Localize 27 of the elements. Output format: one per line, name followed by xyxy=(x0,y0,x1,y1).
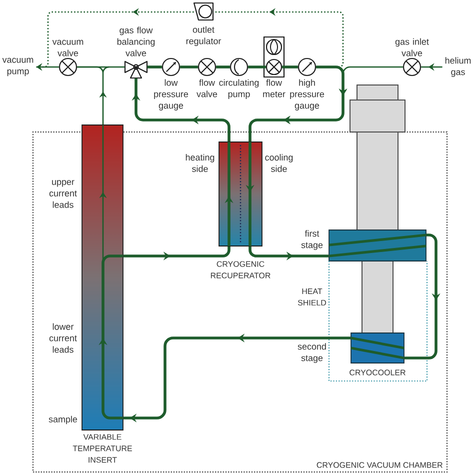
component-label: circulating pump xyxy=(219,79,259,99)
component-label: vacuum valve xyxy=(52,40,84,56)
part-label: lower current leads xyxy=(49,323,77,353)
pipe-line xyxy=(282,66,298,68)
endpoint-label: helium gas xyxy=(445,57,471,77)
component-label: low pressure gauge xyxy=(154,79,188,110)
part-label: heating side xyxy=(186,154,214,172)
part-label: sample xyxy=(48,416,78,424)
flow-arrow xyxy=(76,66,110,126)
pipe-line xyxy=(248,66,266,68)
flow-arrow xyxy=(404,234,440,360)
flow-arrow xyxy=(132,78,230,142)
stage-label: first stage xyxy=(301,230,323,250)
stage-label: second stage xyxy=(298,343,326,363)
flow-arrow xyxy=(248,66,348,142)
pipe-line xyxy=(216,66,230,68)
part-label: cooling side xyxy=(265,154,293,172)
component-label: outlet regulator xyxy=(186,26,222,46)
component-label: gas inlet valve xyxy=(395,38,429,56)
component-label: gas flow balancing valve xyxy=(117,26,155,56)
component-label: flow meter xyxy=(263,79,286,98)
endpoint-label: vacuum pump xyxy=(2,58,34,76)
part-label: upper current leads xyxy=(49,180,77,208)
component-label: high pressure gauge xyxy=(290,79,324,110)
pipe-line xyxy=(180,66,198,68)
pipe-line xyxy=(147,66,162,68)
component-label: flow valve xyxy=(196,79,218,98)
